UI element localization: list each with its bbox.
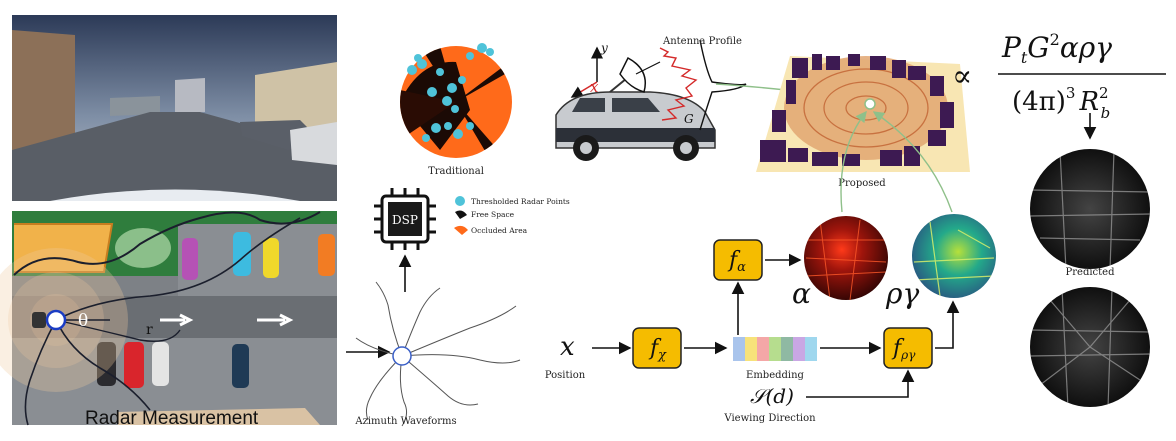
position-label: Position (545, 370, 586, 381)
predicted-map-bottom (1030, 287, 1150, 407)
viewing-direction-label: Viewing Direction (723, 413, 816, 424)
traditional-radar-map: Traditional (400, 43, 512, 177)
f-rhogamma-subscript: ργ (900, 348, 916, 362)
formula-numerator: PtG2αργ (1001, 30, 1112, 67)
proposed-label: Proposed (838, 178, 886, 189)
antenna-profile-red (659, 47, 698, 121)
azimuth-waveforms: Azimuth Waveforms (354, 281, 521, 427)
arrow-rhogamma-to-proposed (872, 111, 953, 213)
predicted-map-top (1030, 149, 1150, 269)
predicted-label: Predicted (1066, 267, 1116, 278)
alpha-map: α (792, 216, 888, 310)
gain-label: G (684, 112, 694, 126)
proportional-symbol: ∝ (952, 59, 972, 94)
radar-measurement-scene: θ r Radar Measurement (0, 211, 337, 429)
f-alpha-subscript: α (737, 260, 746, 275)
embedding-label: Embedding (746, 370, 805, 381)
proposed-buildings (760, 54, 954, 166)
legend-item-free-space: Free Space (455, 210, 515, 219)
axis-y-label: y (600, 41, 608, 55)
legend-label: Occluded Area (471, 226, 528, 235)
car-antenna-illustration: y x Antenna Profile G (555, 36, 747, 161)
rhogamma-map: ργ (885, 214, 996, 310)
network-pipeline: x Position fχ Embedding fα (545, 214, 996, 424)
proposed-radar-map: Proposed (756, 54, 970, 189)
theta-label: θ (78, 311, 88, 331)
legend-item-thresholded: Thresholded Radar Points (455, 196, 570, 206)
legend-label: Free Space (471, 210, 515, 219)
alpha-symbol: α (792, 277, 811, 310)
axis-x-label: x (590, 78, 599, 96)
rhogamma-symbol: ργ (885, 277, 919, 310)
f-alpha-block: fα (713, 239, 763, 281)
traditional-label: Traditional (428, 166, 484, 177)
legend-item-occluded: Occluded Area (454, 225, 528, 235)
antenna-profile-label: Antenna Profile (662, 36, 742, 47)
arrow-sd-to-frhogamma (806, 369, 915, 398)
antenna-profile-black (699, 39, 747, 131)
azimuth-waveforms-label: Azimuth Waveforms (354, 416, 456, 427)
legend-label: Thresholded Radar Points (471, 197, 570, 206)
dsp-label: DSP (392, 213, 418, 227)
f-chi-subscript: χ (657, 348, 667, 363)
r-label: r (146, 322, 153, 338)
viewing-direction-symbol: 𝒮(d) (750, 384, 794, 408)
position-symbol: x (560, 332, 575, 362)
radar-measurement-label: Radar Measurement (85, 408, 259, 429)
embedding-vector: Embedding (733, 337, 817, 381)
legend: Thresholded Radar Points Free Space Occl… (454, 196, 570, 235)
dsp-chip-icon: DSP (374, 188, 436, 250)
f-rhogamma-block: fργ (883, 327, 933, 369)
thresholded-points (407, 43, 494, 142)
camera-photo (12, 15, 337, 201)
f-chi-block: fχ (632, 327, 682, 369)
arrow-alpha-to-proposed (840, 110, 867, 213)
arrow-frhogamma-to-rhogamma (935, 300, 960, 349)
